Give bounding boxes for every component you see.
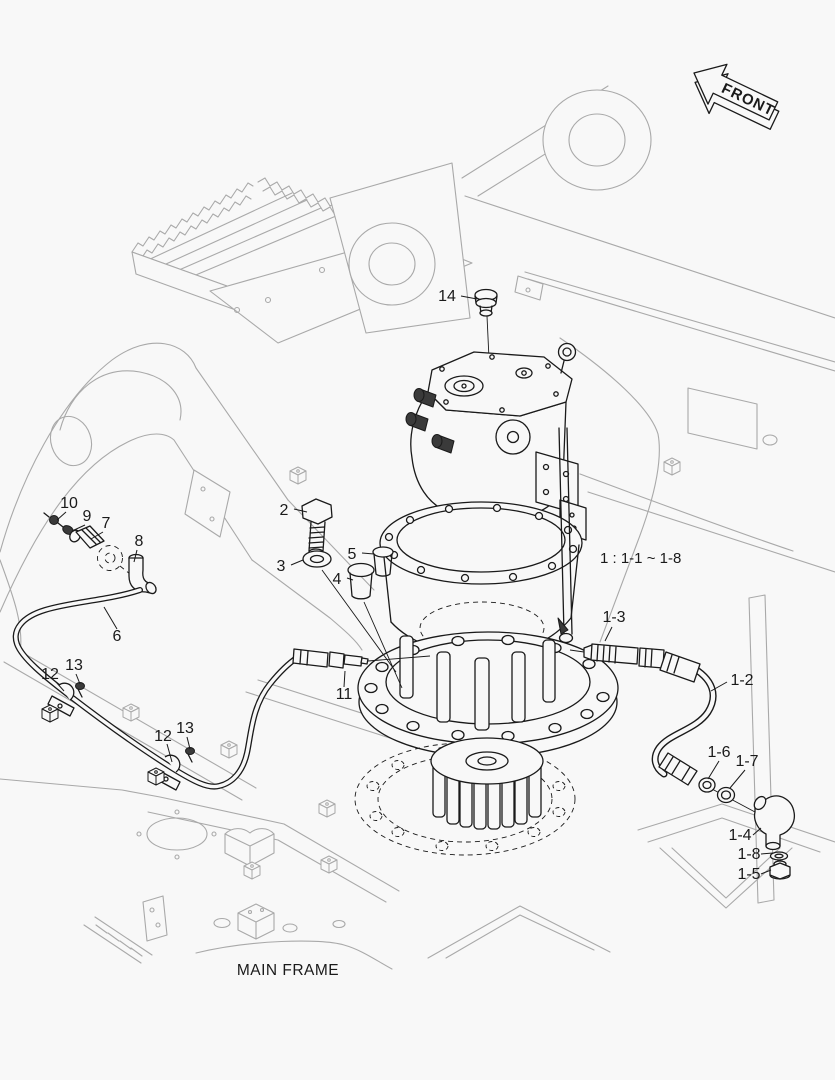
washer-3 — [302, 550, 332, 568]
callout-label: 13 — [65, 657, 83, 674]
callout-leader — [133, 549, 138, 563]
main-frame-label: MAIN FRAME — [237, 962, 339, 979]
motor-knobs — [405, 388, 455, 454]
callout-label: 13 — [176, 720, 194, 737]
boom-boss-2 — [542, 89, 652, 191]
bottom-platform — [0, 778, 400, 970]
weld-nut — [663, 457, 681, 476]
callout-label: 1-6 — [707, 744, 730, 761]
fitting-1-3 — [569, 643, 665, 669]
motor-flange — [379, 501, 583, 585]
clamp-12-13-a — [41, 682, 85, 723]
callout-leader — [710, 681, 728, 692]
callout-label: 6 — [113, 628, 122, 645]
weld-nut — [289, 466, 307, 485]
callout-label: 3 — [277, 558, 286, 575]
callout-leader — [71, 524, 86, 532]
callout-label: 1-5 — [737, 866, 760, 883]
weld-nut — [243, 861, 261, 880]
callout-leader — [55, 681, 65, 692]
pinion-gear — [430, 737, 544, 830]
callout-leader — [56, 511, 67, 521]
callout-label: 1-8 — [737, 846, 760, 863]
callout-label: 1-2 — [730, 672, 753, 689]
callout-leader — [752, 827, 762, 836]
callout-leader — [760, 852, 774, 855]
frame-post — [748, 594, 775, 904]
cage-ribs — [399, 635, 556, 731]
callout-label: 12 — [154, 728, 172, 745]
callout-leader — [760, 869, 772, 875]
callout-leader — [460, 295, 478, 300]
callout-leader — [604, 626, 613, 642]
swing-motor — [357, 342, 619, 758]
weld-nut — [320, 855, 338, 874]
callout-leader — [90, 531, 104, 540]
callout-leader — [186, 736, 191, 750]
plug-4 — [347, 562, 375, 600]
weld-nut — [122, 703, 140, 722]
callout-label: 10 — [60, 495, 78, 512]
callout-leader — [103, 606, 118, 630]
callout-leader — [346, 577, 354, 581]
fitting-11 — [292, 648, 431, 669]
callout-leader — [361, 552, 375, 555]
nut-1-6 — [698, 777, 716, 793]
plug-5 — [372, 546, 394, 577]
callout-label: 7 — [102, 515, 111, 532]
callout-label: 4 — [333, 571, 342, 588]
callout-leader — [75, 673, 81, 685]
left-frame-arm — [0, 342, 375, 655]
boom-boss — [348, 222, 436, 306]
oring-1-7 — [716, 786, 736, 804]
callout-leader — [729, 769, 746, 789]
bolt-2 — [301, 498, 333, 556]
callout-label: 1-3 — [602, 609, 625, 626]
tie-rod — [558, 427, 573, 635]
callout-leader — [290, 559, 304, 566]
elbow-1-4 — [753, 795, 796, 851]
callout-label: 12 — [41, 666, 59, 683]
callout-leader — [293, 508, 308, 513]
front-arrow: FRONT — [693, 63, 780, 130]
callout-leader — [707, 760, 720, 780]
hose-1-2 — [651, 651, 717, 786]
assembly-note: 1 : 1-1 ~ 1-8 — [600, 550, 681, 567]
washer-1-8 — [769, 851, 789, 861]
weld-nut — [318, 799, 336, 818]
elbow-8 — [128, 553, 157, 595]
callout-label: 9 — [83, 508, 92, 525]
plug-14 — [474, 288, 498, 317]
callout-leader — [343, 670, 346, 688]
callout-label: 8 — [135, 533, 144, 550]
callout-label: 2 — [280, 502, 289, 519]
clamp-12-13-b — [147, 747, 195, 791]
callout-leader — [166, 743, 173, 763]
callout-label: 1-7 — [735, 753, 758, 770]
fitting-7-9-10 — [43, 512, 131, 575]
main-frame-structure — [0, 85, 835, 970]
callout-label: 11 — [336, 686, 353, 703]
callout-label: 1-4 — [728, 827, 751, 844]
hose-6 — [12, 587, 301, 790]
eyebolt — [557, 342, 577, 362]
callout-label: 14 — [438, 288, 456, 305]
plug-1-5 — [769, 860, 791, 880]
callout-label: 5 — [348, 546, 357, 563]
weld-nut — [220, 740, 238, 759]
